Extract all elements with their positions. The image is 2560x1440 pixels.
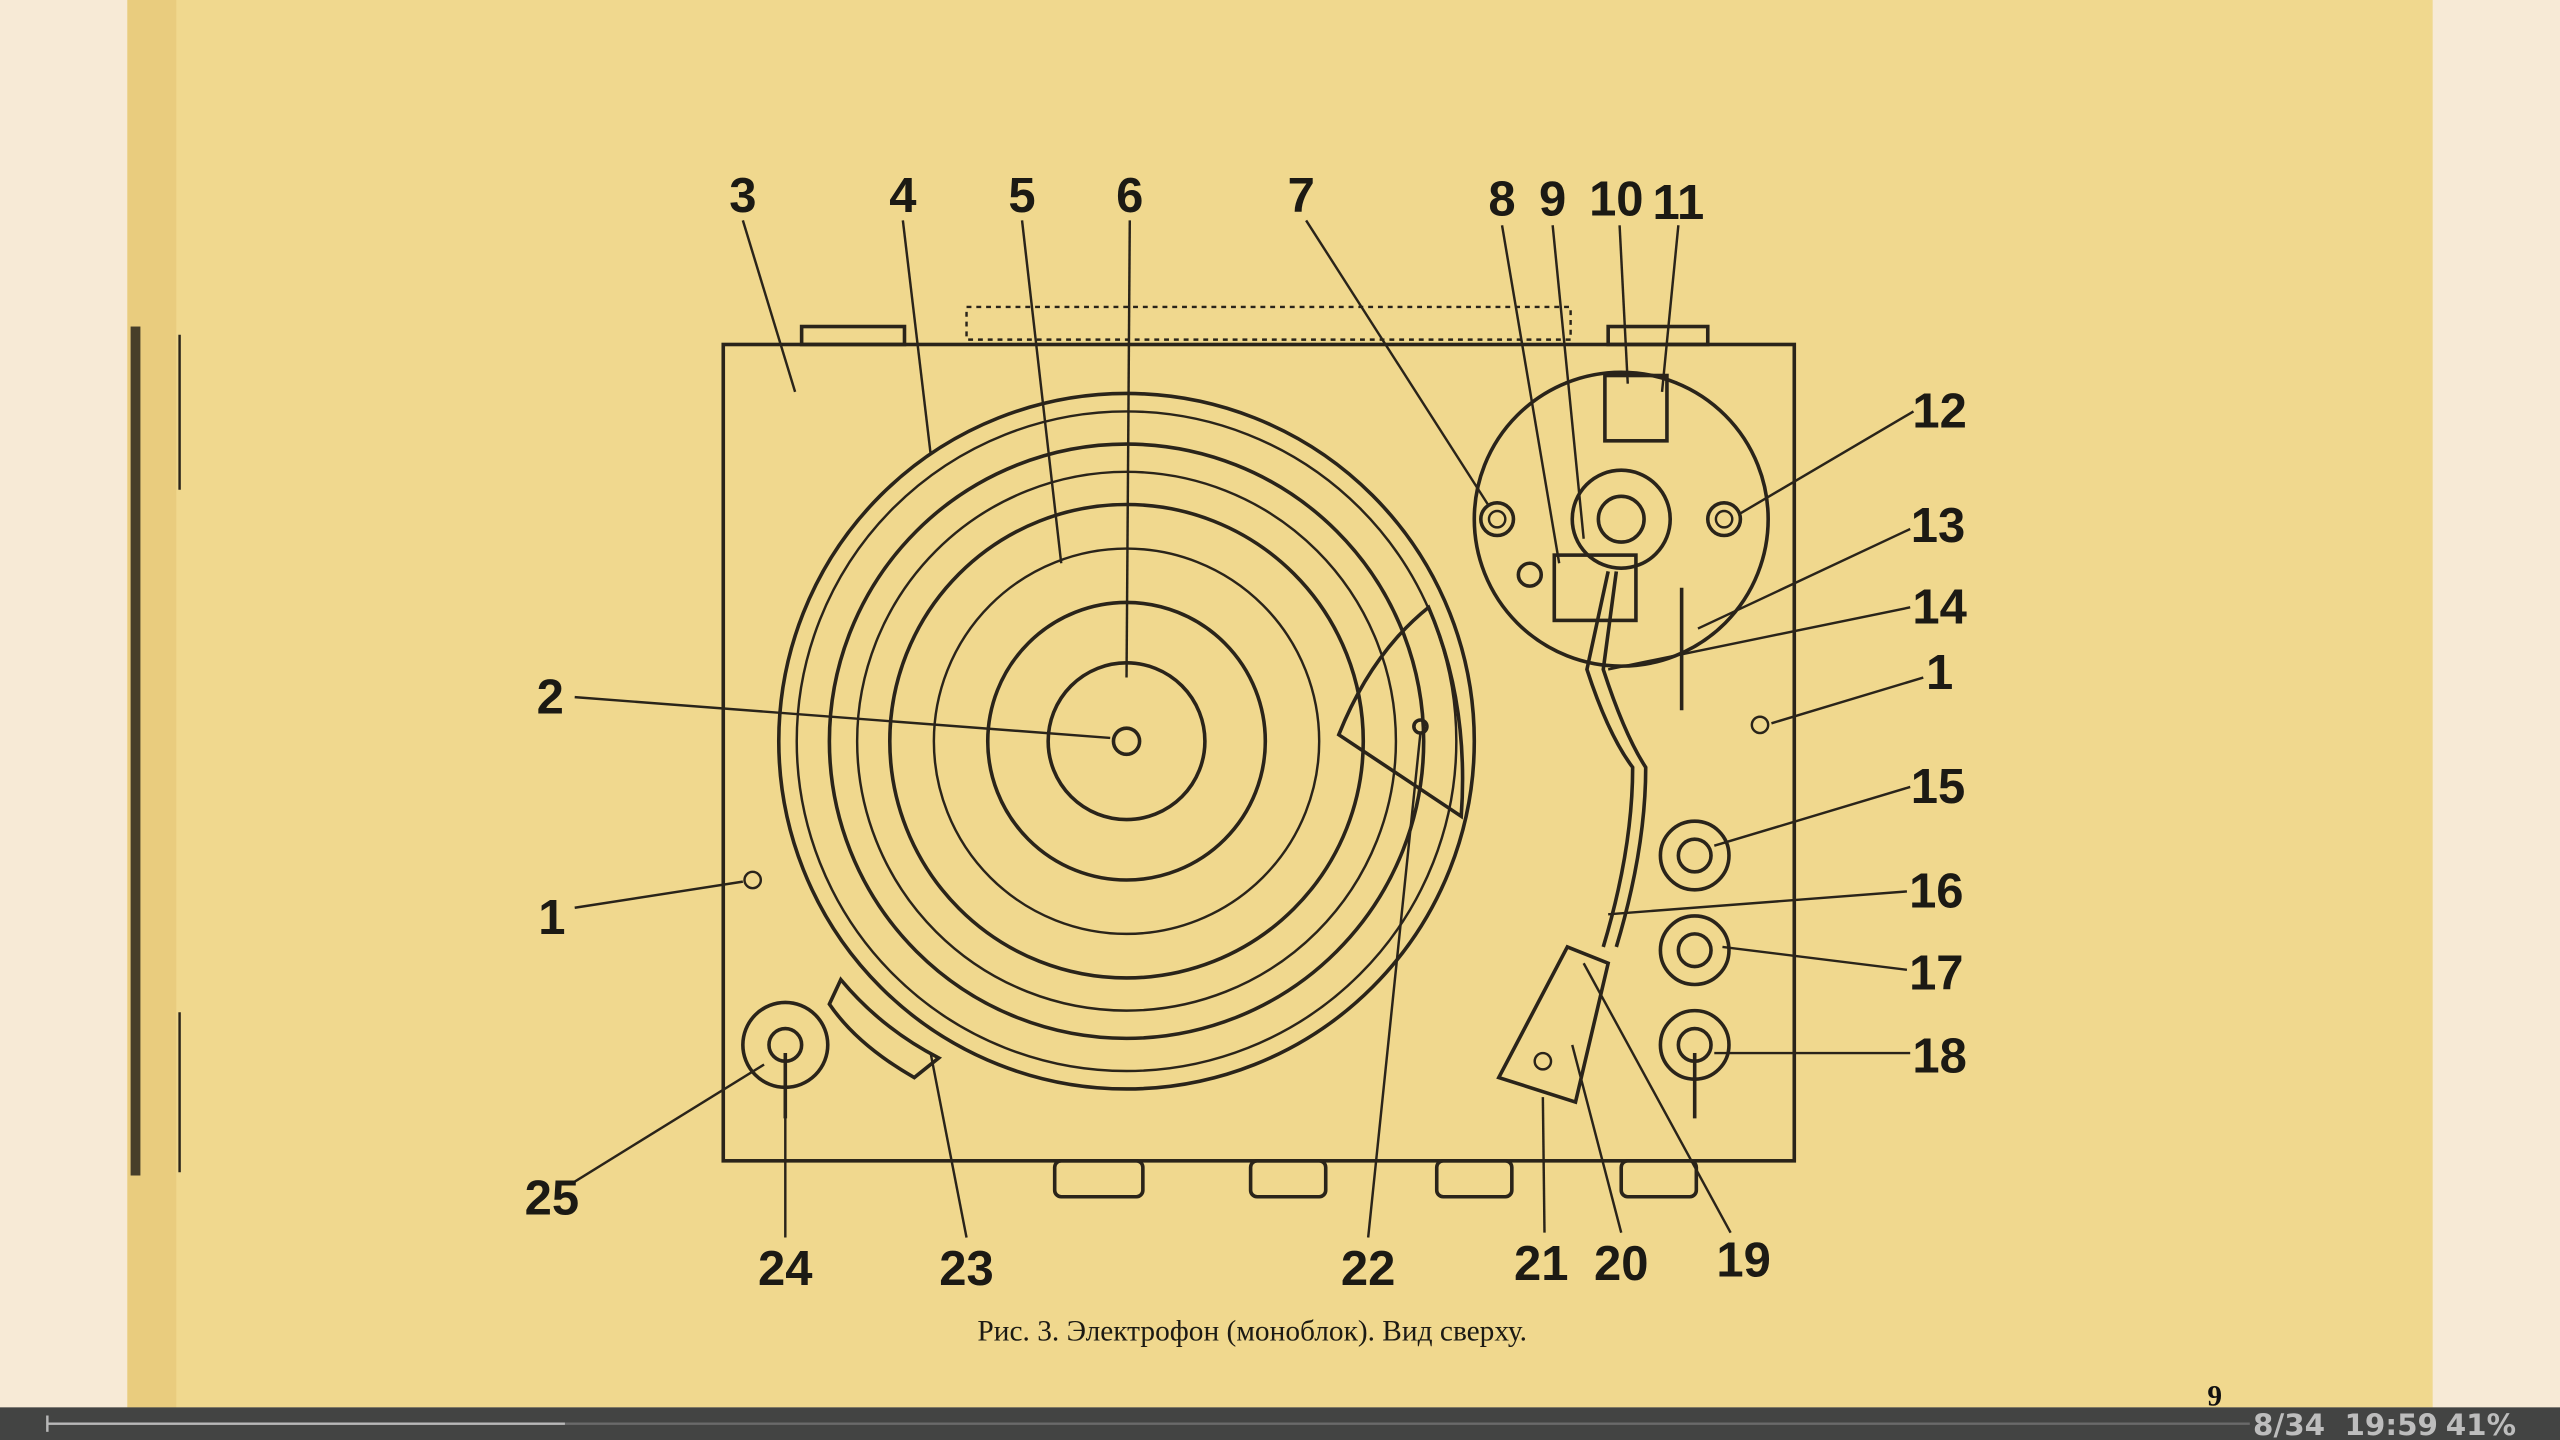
part-label: 13 [1911, 499, 1965, 553]
part-label: 24 [758, 1242, 812, 1296]
figure-caption: Рис. 3. Электрофон (моноблок). Вид сверх… [977, 1315, 1527, 1347]
part-label: 15 [1911, 760, 1965, 814]
tonearm [1496, 571, 1648, 1105]
battery-level: 41% [2446, 1408, 2516, 1440]
part-label: 12 [1912, 385, 1966, 439]
page-indicator: 8/34 [2253, 1408, 2325, 1440]
part-label: 16 [1909, 865, 1963, 919]
spindle [1111, 726, 1142, 757]
part-label: 21 [1514, 1237, 1568, 1291]
part-label: 5 [1008, 169, 1035, 223]
part-label: 1 [1926, 646, 1953, 700]
clock: 19:59 [2344, 1408, 2438, 1440]
status-bar: 8/34 19:59 41% [0, 1407, 2560, 1440]
part-label: 18 [1912, 1030, 1966, 1084]
part-label: 23 [939, 1242, 993, 1296]
part-label: 19 [1716, 1234, 1770, 1288]
part-label: 10 [1589, 173, 1643, 227]
part-label: 11 [1652, 176, 1704, 230]
grille [965, 305, 1572, 341]
part-label: 8 [1488, 173, 1515, 227]
part-label: 1 [538, 891, 565, 945]
reading-progress-bar[interactable] [46, 1415, 2250, 1432]
turntable-diagram: 3 4 5 6 7 8 9 10 11 12 13 14 1 15 16 17 … [525, 169, 1967, 1296]
part-label: 4 [889, 169, 916, 223]
part-labels: 3 4 5 6 7 8 9 10 11 12 13 14 1 15 16 17 … [525, 169, 1967, 1296]
part-label: 7 [1288, 169, 1315, 223]
part-label: 9 [1539, 173, 1566, 227]
page-number: 9 [2207, 1381, 2222, 1413]
scanned-page [127, 0, 2433, 1408]
leader-lines [570, 219, 1924, 1238]
part-label: 25 [525, 1172, 579, 1226]
part-label: 20 [1594, 1237, 1648, 1291]
part-label: 6 [1116, 169, 1143, 223]
part-label: 2 [537, 670, 564, 724]
part-label: 14 [1912, 581, 1966, 635]
part-label: 17 [1909, 946, 1963, 1000]
part-label: 22 [1341, 1242, 1395, 1296]
part-label: 3 [729, 169, 756, 223]
feet [1052, 1159, 1699, 1199]
